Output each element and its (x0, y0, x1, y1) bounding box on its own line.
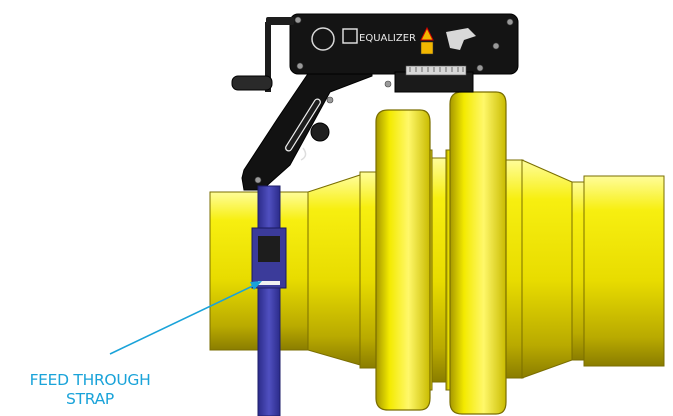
pipe-right-collar (571, 181, 585, 361)
pipe-hub-left (359, 171, 377, 369)
bolt-heads (254, 16, 514, 184)
crank-shaft (265, 22, 271, 92)
arm-slot (285, 98, 321, 152)
callout-label: FEED THROUGH STRAP (0, 371, 180, 409)
crank-hub (311, 27, 335, 51)
flange-left (375, 109, 431, 411)
hand-pinch-icon (446, 28, 476, 50)
pipe-hub-right (504, 159, 524, 379)
strap-hook (300, 147, 307, 161)
callout-label-line-2: STRAP (66, 390, 114, 408)
strap-tail (257, 287, 281, 416)
tool-brand-logo: EQUALIZER (359, 33, 416, 44)
strap-buckle-slot (258, 281, 280, 285)
feed-through-strap (251, 185, 287, 416)
crank-bar (266, 17, 294, 25)
equalizer-tool: EQUALIZER (231, 13, 519, 191)
warning-label (420, 41, 434, 55)
callout-leader-line (109, 282, 260, 355)
strap-buckle-window (258, 236, 280, 262)
pipe-right-taper (521, 159, 573, 379)
pipe (209, 91, 665, 415)
callout-arrowhead (250, 281, 262, 290)
adjust-knob (310, 122, 330, 142)
flange-right (449, 91, 507, 415)
pipe-right-section (583, 175, 665, 367)
scale-plate (405, 65, 467, 76)
pipe-left-taper (307, 174, 361, 366)
callout-label-line-1: FEED THROUGH (29, 371, 151, 389)
logo-box (342, 28, 358, 44)
crank-grip (231, 75, 273, 91)
tool-body (289, 13, 519, 75)
warning-icon (420, 26, 434, 41)
scale-ticks (409, 67, 464, 72)
